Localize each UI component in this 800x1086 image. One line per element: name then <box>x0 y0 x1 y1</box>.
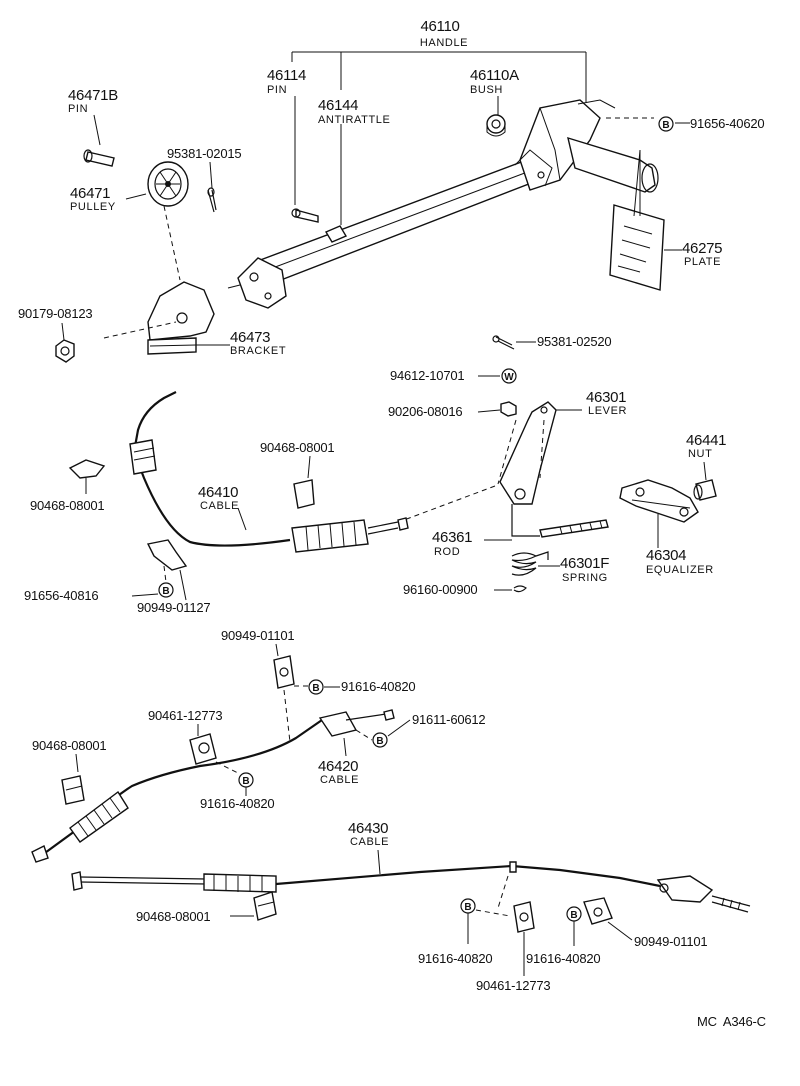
plate-part <box>609 149 665 291</box>
plate-name: PLATE <box>684 256 721 268</box>
bracket-number: 46473 <box>230 329 270 346</box>
washer-94612-10701-number: 94612-10701 <box>390 368 464 383</box>
bolt-91656-40620-symbol: B <box>662 120 669 131</box>
cable-46420-number: 46420 <box>318 758 358 775</box>
nut-90179-08123-callout: 90179-08123 <box>18 306 93 363</box>
bush-number: 46110A <box>470 67 519 84</box>
cotter-95381-02015-callout: 95381-02015 <box>167 146 242 213</box>
lever-name: LEVER <box>588 405 627 417</box>
spring-number: 46301F <box>560 555 609 572</box>
figure-code: MC A346-C <box>697 1014 766 1029</box>
cable-46420-name: CABLE <box>320 774 359 786</box>
plate-number: 46275 <box>682 240 722 257</box>
bolt-91616-40820-b-symbol: B <box>242 776 249 787</box>
bracket-name: BRACKET <box>230 345 286 357</box>
bolt-91611-60612-symbol: B <box>376 736 383 747</box>
bolt-91611-60612-number: 91611-60612 <box>412 712 485 727</box>
cotter-95381-02520-number: 95381-02520 <box>537 334 611 349</box>
cable-46420-assembly: 90949-01101 B 91616-40820 B 91611-60612 … <box>31 628 486 863</box>
washer-94612-10701-callout: 94612-10701 W <box>390 368 517 384</box>
bolt-91656-40816-number: 91656-40816 <box>24 588 98 603</box>
clip-90468-08001-c-number: 90468-08001 <box>32 738 106 753</box>
clip-90468-08001-b-number: 90468-08001 <box>260 440 334 455</box>
bolt-91656-40620-number: 91656-40620 <box>690 116 764 131</box>
cable-46410-assembly: 46410 CABLE 90468-08001 90468-08001 B 91… <box>24 391 409 615</box>
nut-46441-number: 46441 <box>686 432 726 449</box>
clamp-90461-12773-b-number: 90461-12773 <box>476 978 550 993</box>
washer-94612-10701-symbol: W <box>504 372 514 383</box>
clip-90468-08001-a-number: 90468-08001 <box>30 498 104 513</box>
bolt-91616-40820-c-symbol: B <box>464 902 471 913</box>
cable-46430-name: CABLE <box>350 836 389 848</box>
clip-90468-08001-d-number: 90468-08001 <box>136 909 210 924</box>
nut-90206-08016-number: 90206-08016 <box>388 404 462 419</box>
pin-46114-part <box>291 208 319 223</box>
cable-46430-number: 46430 <box>348 820 388 837</box>
pulley-number: 46471 <box>70 185 110 202</box>
bolt-91616-40820-b-number: 91616-40820 <box>200 796 274 811</box>
cable-46410-name: CABLE <box>200 500 239 512</box>
nut-90179-08123-number: 90179-08123 <box>18 306 92 321</box>
pin-46471b-name: PIN <box>68 103 88 115</box>
equalizer-number: 46304 <box>646 547 686 564</box>
plate-callout: 46275 PLATE <box>664 240 723 268</box>
equalizer-assembly: 46441 NUT 46304 EQUALIZER <box>619 432 727 576</box>
rod-number: 46361 <box>432 529 472 546</box>
clamp-90949-01127-number: 90949-01127 <box>137 600 210 615</box>
equalizer-name: EQUALIZER <box>646 564 714 576</box>
bolt-91616-40820-d-symbol: B <box>570 910 577 921</box>
pulley-callout: 46471 PULLEY <box>70 161 189 281</box>
antirattle-number: 46144 <box>318 97 358 114</box>
bush-part <box>486 114 506 137</box>
pin-96160-00900-number: 96160-00900 <box>403 582 477 597</box>
pin-46471b-callout: 46471B PIN <box>68 87 119 167</box>
bracket-callout: 46473 BRACKET <box>103 281 286 357</box>
bush-name: BUSH <box>470 84 503 96</box>
clamp-90949-01101-b-number: 90949-01101 <box>634 934 707 949</box>
spring-name: SPRING <box>562 572 608 584</box>
nut-46441-name: NUT <box>688 448 712 460</box>
clamp-90461-12773-a-number: 90461-12773 <box>148 708 222 723</box>
bolt-91616-40820-c-number: 91616-40820 <box>418 951 492 966</box>
handle-assembly <box>227 99 665 309</box>
rod-name: ROD <box>434 546 460 558</box>
pin-46114-number: 46114 <box>267 67 306 84</box>
lever-assembly: 90206-08016 46301 LEVER 46361 ROD 46301F… <box>388 389 627 597</box>
bolt-91656-40816-symbol: B <box>162 586 169 597</box>
cable-46430-assembly: 46430 CABLE 90468-08001 B 91616-40820 90… <box>71 820 751 993</box>
handle-part-name: HANDLE <box>420 37 468 49</box>
antirattle-name: ANTIRATTLE <box>318 114 390 126</box>
bolt-91616-40820-d-number: 91616-40820 <box>526 951 600 966</box>
antirattle-part <box>324 225 348 243</box>
pin-46471b-number: 46471B <box>68 87 118 104</box>
cable-46410-number: 46410 <box>198 484 238 501</box>
pulley-name: PULLEY <box>70 201 116 213</box>
bolt-91616-40820-a-number: 91616-40820 <box>341 679 415 694</box>
bolt-91616-40820-a-symbol: B <box>312 683 319 694</box>
handle-part-number: 46110 <box>420 18 459 35</box>
cotter-95381-02015-number: 95381-02015 <box>167 146 241 161</box>
handle-callout: 46110 HANDLE 46114 PIN 46144 ANTIRATTLE … <box>267 18 587 225</box>
bolt-91656-40620-callout: B 91656-40620 <box>606 116 765 132</box>
pin-46114-name: PIN <box>267 84 287 96</box>
cotter-95381-02520-callout: 95381-02520 <box>492 334 612 350</box>
clamp-90949-01101-a-number: 90949-01101 <box>221 628 294 643</box>
lever-number: 46301 <box>586 389 626 406</box>
